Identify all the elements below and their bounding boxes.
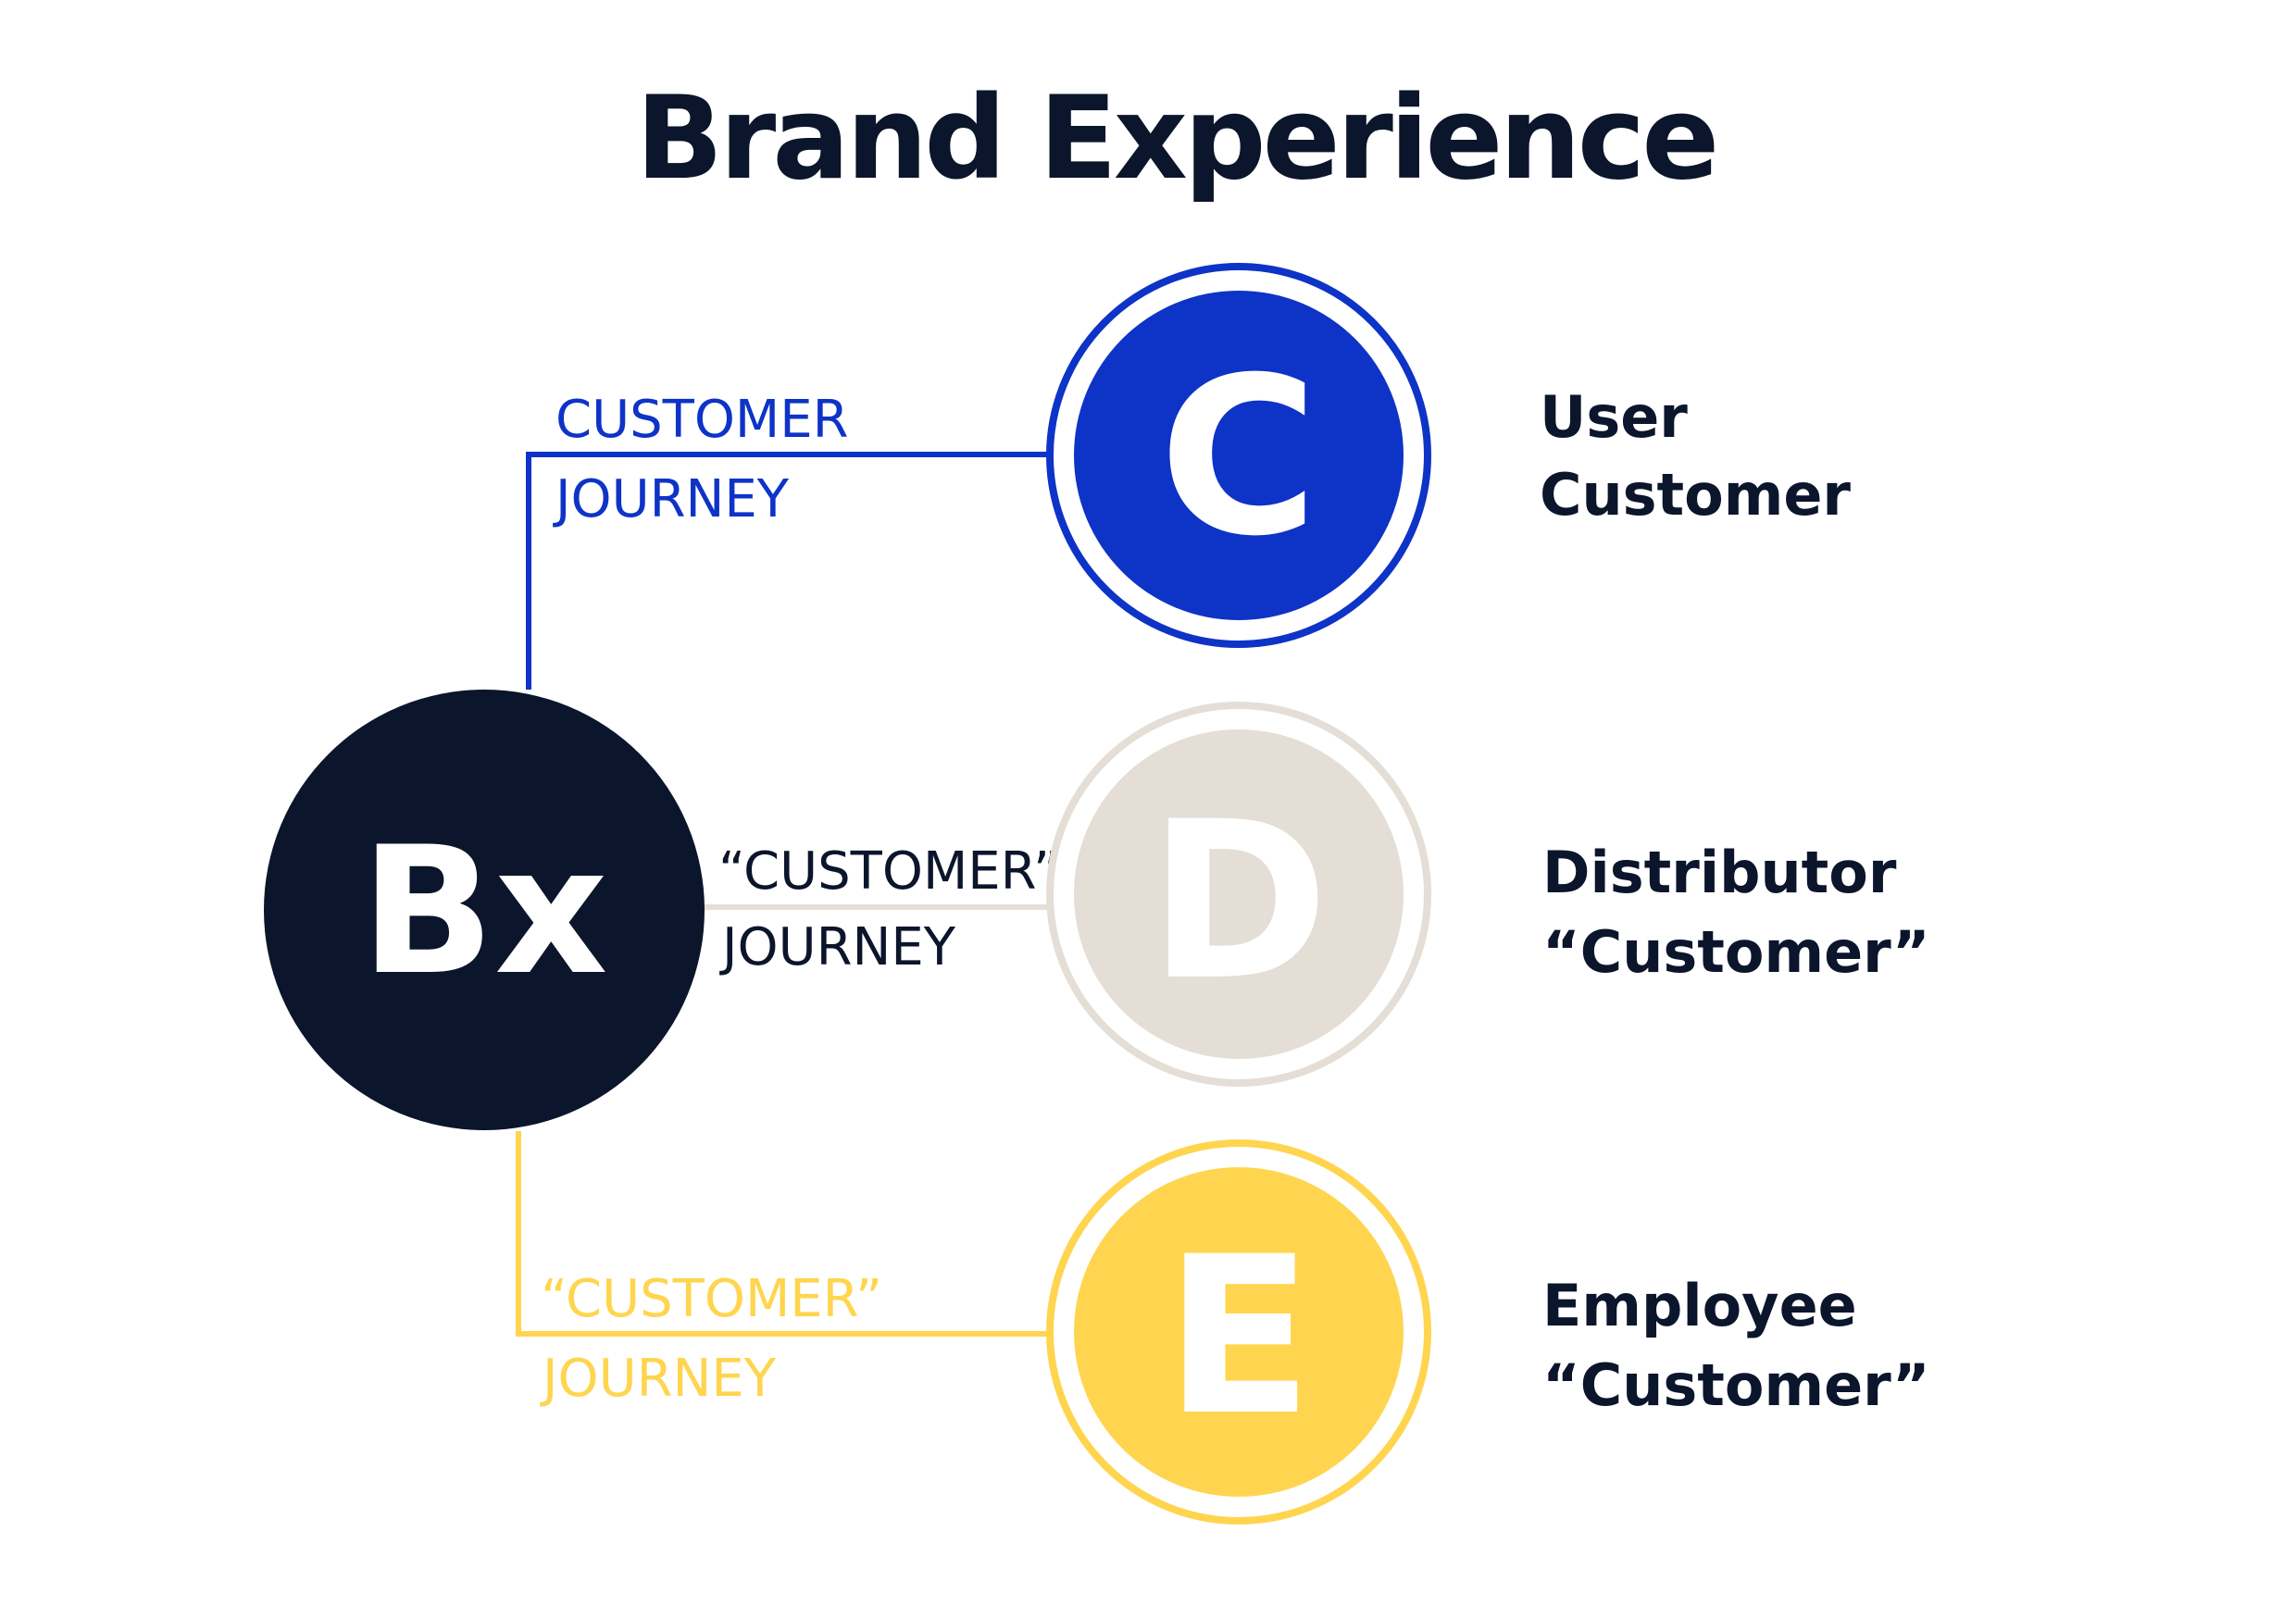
label-e-line2: “Customer” <box>1542 1351 1930 1419</box>
journey-label-d-line2: JOURNEY <box>719 917 956 977</box>
page-title: Brand Experience <box>636 72 1716 205</box>
node-d-circle <box>1074 729 1404 1059</box>
node-c-letter: C <box>1159 331 1318 584</box>
journey-label-e-line2: JOURNEY <box>540 1349 777 1409</box>
label-c-line2: Customer <box>1540 461 1851 529</box>
journey-label-e-line1: “CUSTOMER” <box>541 1269 882 1329</box>
node-d-letter: D <box>1148 776 1329 1028</box>
node-e-circle <box>1074 1167 1404 1497</box>
label-c-line1: User <box>1540 383 1688 451</box>
node-c-circle <box>1074 291 1404 620</box>
journey-label-d-line1: “CUSTOMER” <box>718 841 1060 902</box>
label-e-line1: Employee <box>1542 1272 1857 1339</box>
label-d-line2: “Customer” <box>1542 918 1930 986</box>
label-d-line1: Distributor <box>1542 839 1897 906</box>
hub-label: Bx <box>360 809 607 1014</box>
connector-e <box>516 1131 1065 1337</box>
node-e-letter: E <box>1165 1211 1314 1463</box>
connector-c <box>526 452 1065 690</box>
journey-label-c-line2: JOURNEY <box>553 469 790 529</box>
journey-label-c-line1: CUSTOMER <box>555 390 849 450</box>
hub-circle <box>264 690 705 1130</box>
